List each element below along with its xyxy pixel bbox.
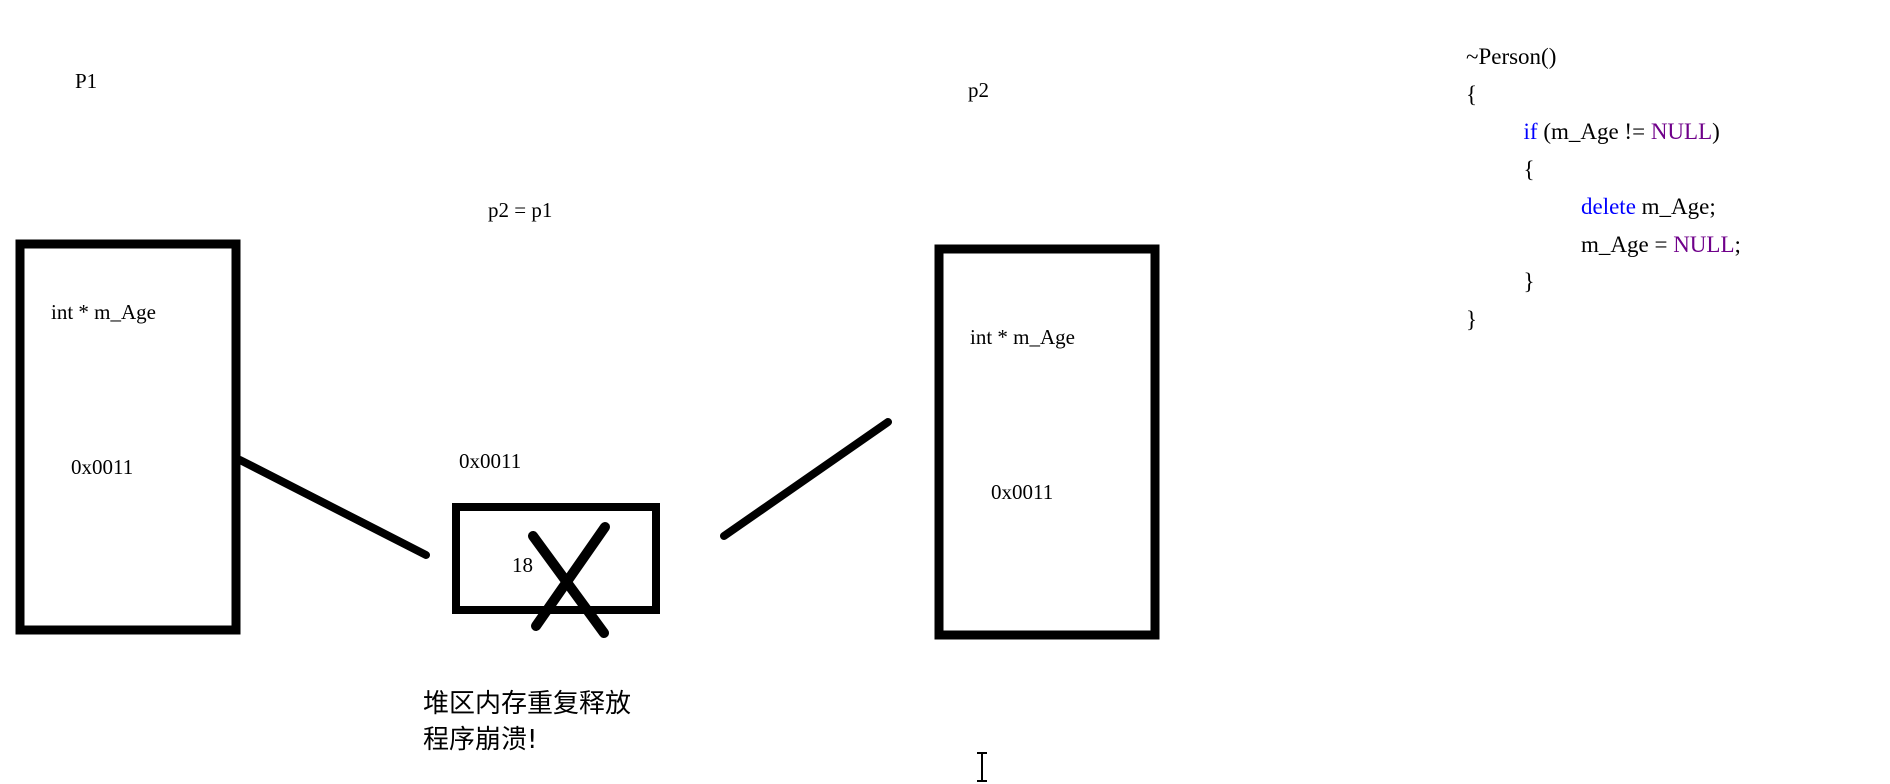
p1-member-label: int * m_Age	[51, 300, 156, 324]
p2-member-label: int * m_Age	[970, 325, 1075, 349]
heap-value-label: 18	[512, 553, 533, 577]
p2-label: p2	[968, 78, 989, 102]
code-delete-target: m_Age;	[1635, 194, 1716, 219]
destructor-code: ~Person() { if (m_Age != NULL) { delete …	[1466, 38, 1741, 338]
crash-note-line1: 堆区内存重复释放	[423, 689, 632, 719]
code-line-7: }	[1523, 269, 1535, 294]
p1-label: P1	[75, 69, 98, 93]
code-line-4: {	[1523, 156, 1535, 182]
crash-note-line2: 程序崩溃!	[423, 725, 538, 755]
code-keyword-if: if	[1523, 119, 1538, 144]
code-assign: m_Age =	[1581, 231, 1674, 257]
code-assign-end: ;	[1734, 231, 1741, 257]
code-line-2: {	[1466, 81, 1478, 107]
heap-memory-box	[452, 503, 660, 614]
assignment-label: p2 = p1	[488, 198, 553, 222]
p1-address-label: 0x0011	[71, 455, 134, 479]
p2-object-box	[934, 244, 1160, 640]
text-cursor-icon	[977, 752, 987, 782]
code-macro-null-1: NULL	[1650, 119, 1713, 144]
heap-address-label: 0x0011	[459, 449, 522, 473]
p1-object-box	[15, 239, 241, 635]
code-line-8: }	[1466, 306, 1478, 332]
cross-stroke-b	[531, 522, 610, 631]
p2-address-label: 0x0011	[991, 480, 1054, 504]
code-condition-close: )	[1712, 119, 1720, 144]
code-macro-null-2: NULL	[1673, 231, 1735, 257]
code-line-1: ~Person()	[1466, 44, 1557, 69]
code-keyword-delete: delete	[1581, 194, 1636, 219]
p1-pointer-line	[236, 456, 430, 559]
code-condition: (m_Age !=	[1537, 119, 1651, 144]
p2-pointer-line	[720, 418, 892, 540]
